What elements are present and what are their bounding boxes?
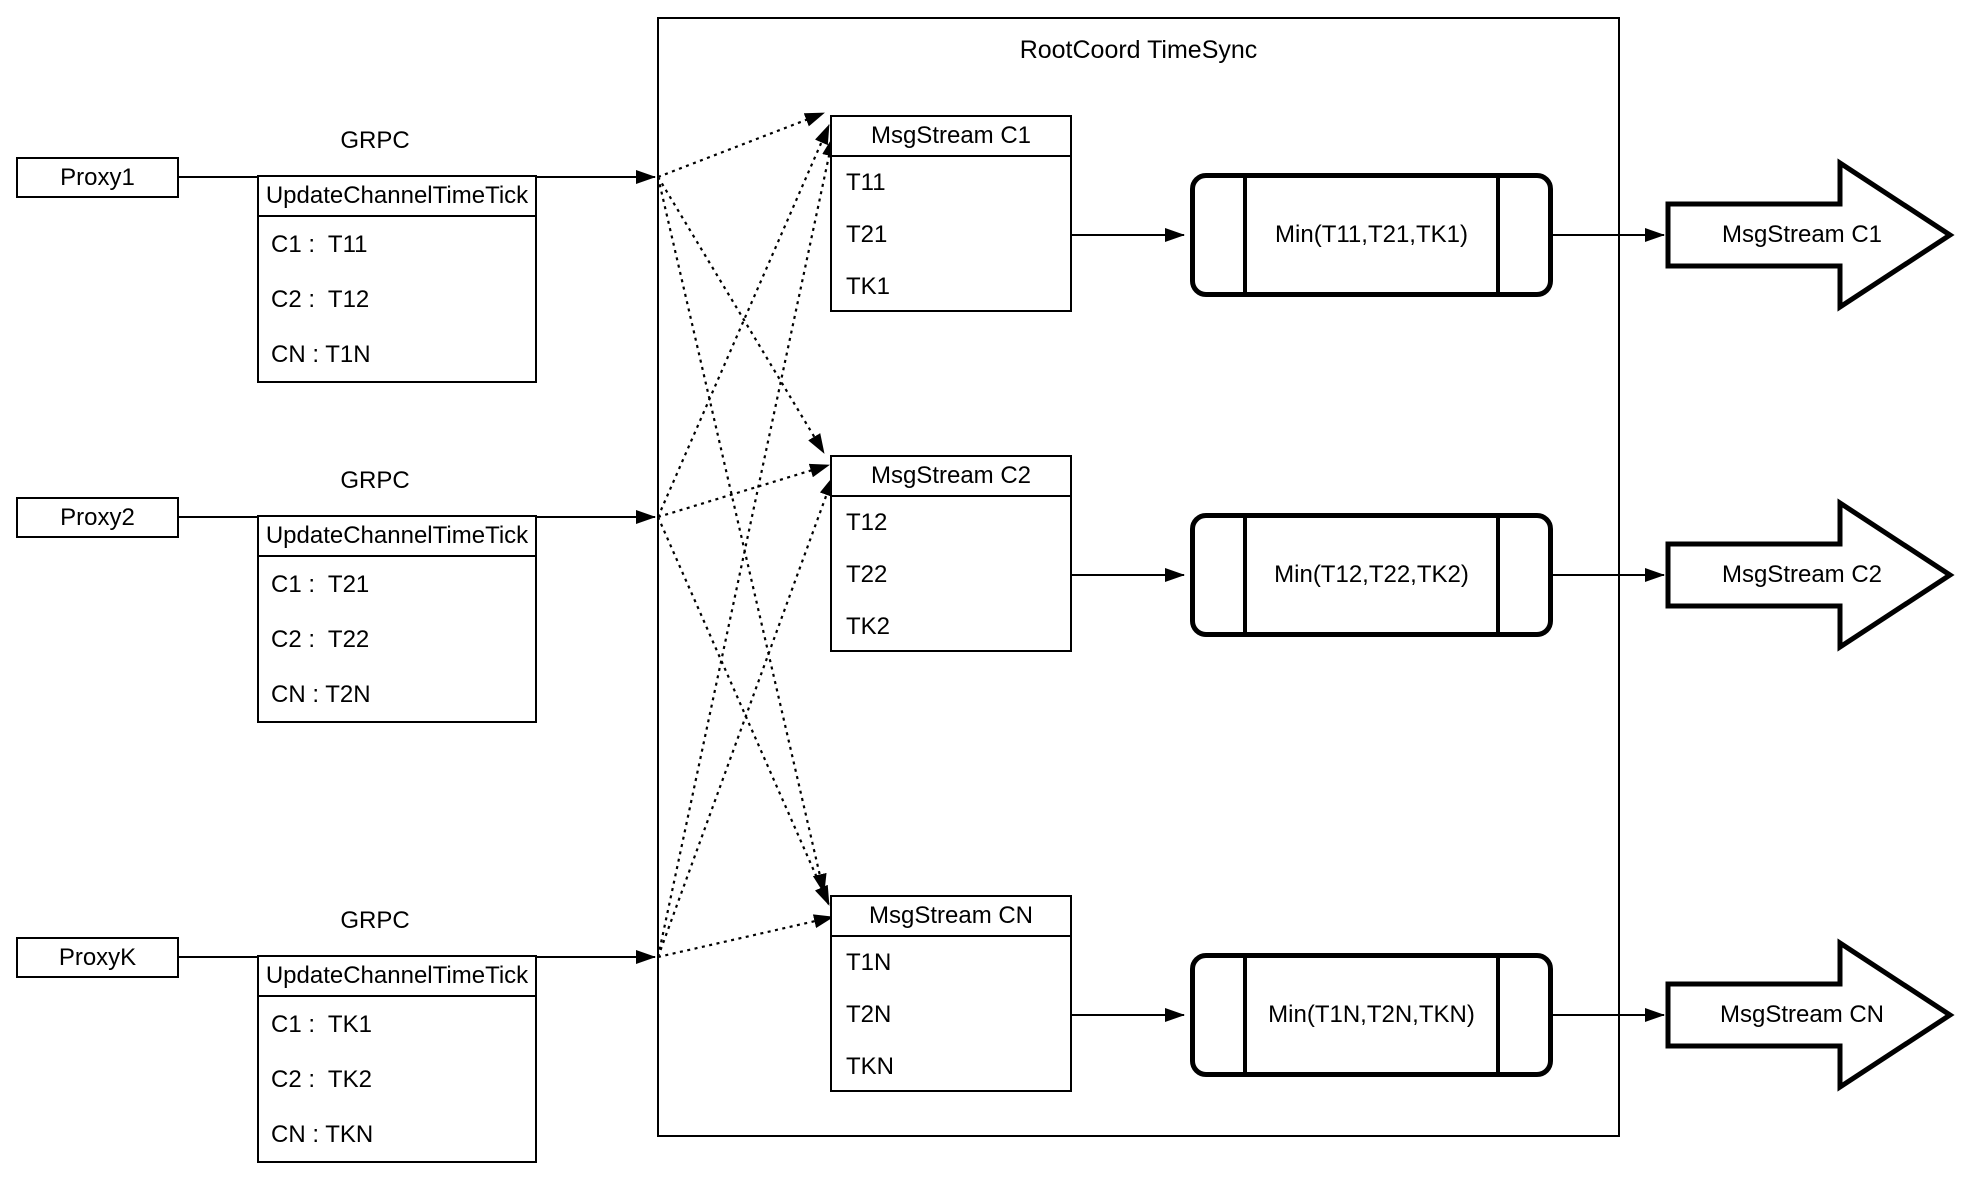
stream-to-min-arrows (1072, 228, 1185, 1022)
update-channel-timetick-table-proxyk: UpdateChannelTimeTick C1 : TK1 C2 : TK2 … (257, 955, 537, 1163)
update-table-row: C2 : T22 (271, 625, 370, 653)
proxy2-label: Proxy2 (60, 503, 135, 531)
grpc-label-row3: GRPC (340, 907, 410, 934)
min-label-cn: Min(T1N,T2N,TKN) (1268, 1001, 1475, 1028)
update-table-header: UpdateChannelTimeTick (259, 177, 535, 217)
min-box-c1: Min(T11,T21,TK1) (1190, 173, 1553, 297)
output-arrow-label-c2: MsgStream C2 (1721, 561, 1883, 588)
update-table-row: CN : T1N (271, 340, 371, 368)
update-table-row: C2 : TK2 (271, 1065, 372, 1093)
output-arrow-label-cn: MsgStream CN (1719, 1001, 1885, 1028)
update-table-header: UpdateChannelTimeTick (259, 957, 535, 997)
msgstream-table-row: T22 (846, 561, 888, 588)
msgstream-table-row: T11 (846, 169, 886, 196)
update-table-row: CN : T2N (271, 680, 371, 708)
min-label-c2: Min(T12,T22,TK2) (1274, 561, 1469, 588)
msgstream-table-row: T12 (846, 509, 888, 536)
update-table-row: C1 : T11 (271, 230, 368, 258)
msgstream-table-row: T2N (846, 1001, 892, 1028)
update-table-row: C2 : T12 (271, 285, 370, 313)
update-channel-timetick-table-proxy1: UpdateChannelTimeTick C1 : T11 C2 : T12 … (257, 175, 537, 383)
grpc-label-row2: GRPC (340, 467, 410, 494)
update-table-row: C1 : T21 (271, 570, 370, 598)
msgstream-table-header: MsgStream C2 (832, 457, 1070, 497)
min-box-left-bar (1243, 178, 1247, 292)
msgstream-table-row: T21 (846, 221, 888, 248)
update-table-row: CN : TKN (271, 1120, 374, 1148)
min-box-right-bar (1496, 958, 1500, 1072)
min-box-left-bar (1243, 518, 1247, 632)
msgstream-c1-table: MsgStream C1 T11 T21 TK1 (830, 115, 1072, 312)
min-box-cn: Min(T1N,T2N,TKN) (1190, 953, 1553, 1077)
output-block-arrow-cn (1665, 938, 1955, 1092)
msgstream-table-row: TK1 (846, 273, 891, 300)
update-table-header: UpdateChannelTimeTick (259, 517, 535, 557)
grpc-label-row1: GRPC (340, 127, 410, 154)
msgstream-table-header: MsgStream CN (832, 897, 1070, 937)
proxyk-label: ProxyK (58, 943, 137, 971)
proxyk-box: ProxyK (16, 937, 179, 978)
msgstream-table-header: MsgStream C1 (832, 117, 1070, 157)
msgstream-c2-table: MsgStream C2 T12 T22 TK2 (830, 455, 1072, 652)
msgstream-table-row: TKN (846, 1053, 894, 1080)
output-arrow-label-c1: MsgStream C1 (1721, 221, 1883, 248)
proxy1-label: Proxy1 (60, 163, 135, 191)
msgstream-table-row: T1N (846, 949, 892, 976)
proxy2-box: Proxy2 (16, 497, 179, 538)
min-to-output-arrows (1553, 228, 1665, 1022)
min-box-right-bar (1496, 518, 1500, 632)
rootcoord-title: RootCoord TimeSync (1019, 36, 1258, 64)
min-box-left-bar (1243, 958, 1247, 1072)
output-block-arrow-c1 (1665, 158, 1955, 312)
msgstream-table-row: TK2 (846, 613, 891, 640)
update-table-row: C1 : TK1 (271, 1010, 372, 1038)
output-block-arrow-c2 (1665, 498, 1955, 652)
min-box-right-bar (1496, 178, 1500, 292)
update-channel-timetick-table-proxy2: UpdateChannelTimeTick C1 : T21 C2 : T22 … (257, 515, 537, 723)
proxy1-box: Proxy1 (16, 157, 179, 198)
msgstream-cn-table: MsgStream CN T1N T2N TKN (830, 895, 1072, 1092)
min-label-c1: Min(T11,T21,TK1) (1275, 221, 1468, 248)
min-box-c2: Min(T12,T22,TK2) (1190, 513, 1553, 637)
rootcoord-timesync-box: RootCoord TimeSync (657, 17, 1620, 1137)
dotted-fanout-lines (656, 111, 836, 959)
